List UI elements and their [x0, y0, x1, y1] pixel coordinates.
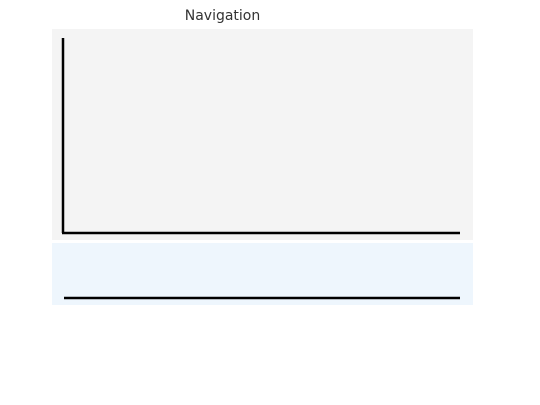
main-plot-area [52, 29, 473, 240]
navigator-area[interactable] [52, 243, 473, 305]
chart-title: Navigation [184, 8, 261, 24]
